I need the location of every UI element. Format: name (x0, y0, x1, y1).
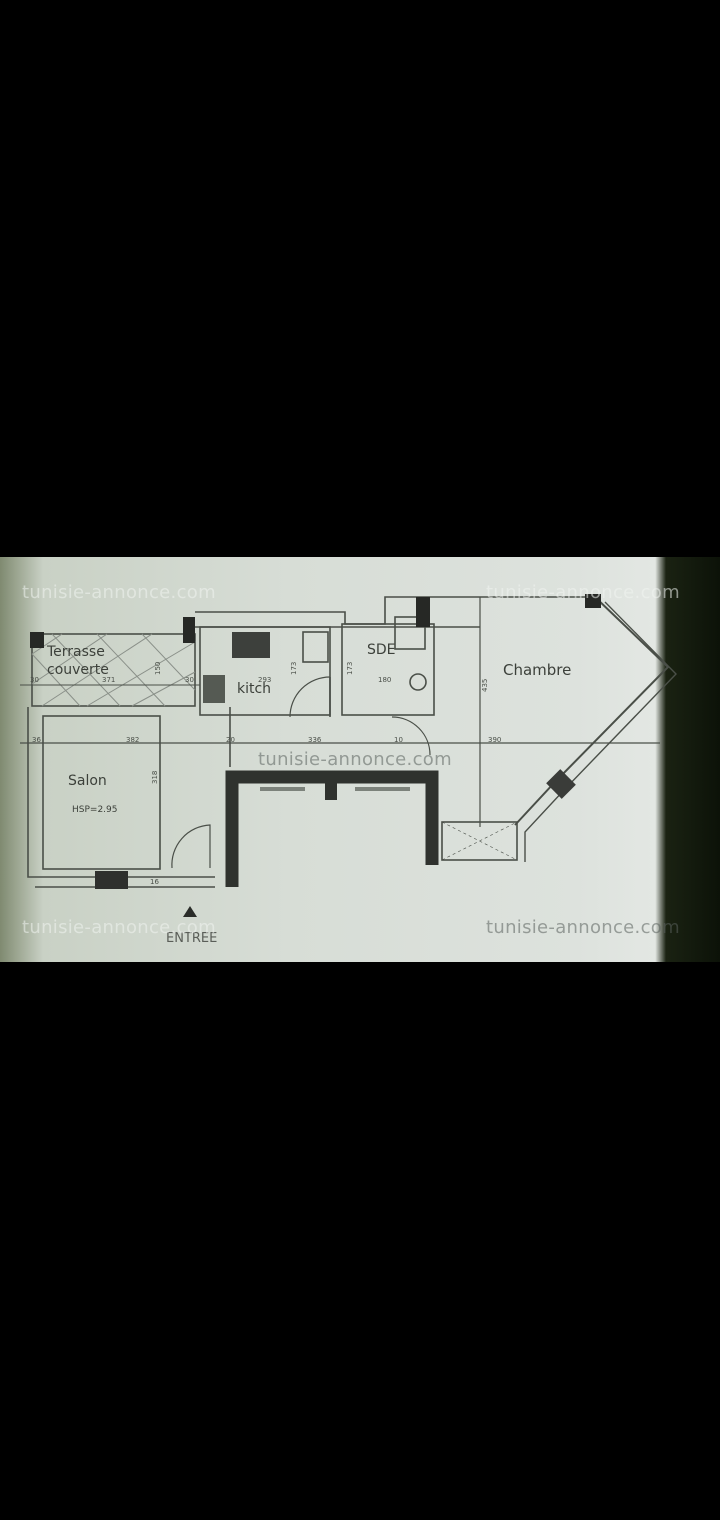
svg-text:180: 180 (378, 676, 391, 684)
svg-text:36: 36 (32, 736, 41, 744)
svg-text:390: 390 (488, 736, 501, 744)
floor-plan-photo: 36 382 20 336 10 390 293 180 371 30 30 3… (0, 557, 720, 962)
terrasse-outline (31, 633, 196, 707)
svg-text:173: 173 (346, 662, 354, 675)
svg-text:293: 293 (258, 676, 271, 684)
floor-plan-drawing: 36 382 20 336 10 390 293 180 371 30 30 3… (20, 594, 677, 917)
room-label-kitchen: kitch (237, 681, 272, 697)
watermark-center: tunisie-annonce.com (258, 749, 452, 770)
room-label-sde: SDE (367, 642, 396, 658)
terrasse-label-line1: Terrasse (47, 644, 105, 660)
watermark-bottom-right: tunisie-annonce.com (486, 917, 680, 938)
salon-ceiling-height: HSP=2.95 (72, 805, 118, 815)
room-label-chambre: Chambre (503, 661, 572, 679)
room-label-salon: Salon (68, 773, 107, 789)
watermark-bottom-left: tunisie-annonce.com (22, 917, 216, 938)
svg-text:371: 371 (102, 676, 115, 684)
svg-text:150: 150 (154, 662, 162, 675)
svg-text:16: 16 (150, 878, 159, 886)
sde-outline (341, 623, 435, 716)
salon-outline (42, 715, 161, 870)
svg-text:30: 30 (185, 676, 194, 684)
room-label-terrasse: Terrasse couverte (47, 643, 109, 679)
svg-text:435: 435 (481, 679, 489, 692)
kitchen-outline (199, 626, 331, 716)
svg-text:30: 30 (30, 676, 39, 684)
svg-text:20: 20 (226, 736, 235, 744)
entrance-label: ENTREE (166, 931, 218, 946)
svg-text:10: 10 (394, 736, 403, 744)
entrance-arrow-icon (183, 906, 197, 917)
svg-text:336: 336 (308, 736, 322, 744)
svg-text:173: 173 (290, 662, 298, 675)
svg-text:318: 318 (151, 771, 159, 784)
watermark-top-right: tunisie-annonce.com (486, 582, 680, 603)
watermark-top-left: tunisie-annonce.com (22, 582, 216, 603)
svg-text:382: 382 (126, 736, 139, 744)
terrasse-label-line2: couverte (47, 662, 109, 678)
